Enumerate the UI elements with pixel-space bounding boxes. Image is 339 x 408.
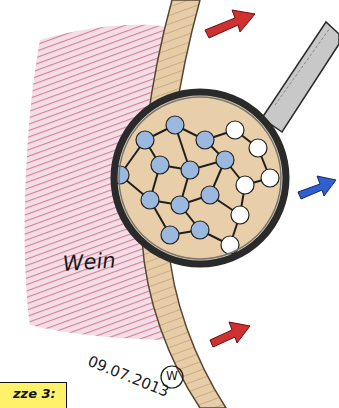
heat-arrow [205, 10, 255, 38]
lens-handle [262, 22, 339, 132]
lens-rim [114, 92, 286, 264]
handle-texture [275, 28, 330, 105]
caption-text: zze 3: [13, 386, 58, 401]
signature: W [166, 369, 178, 383]
heat-arrow [210, 322, 250, 347]
cold-arrow [298, 176, 336, 199]
lattice-bonds [120, 125, 270, 245]
region-label: Wein [62, 248, 116, 276]
lens-rim-inner [119, 97, 281, 259]
caption-box: zze 3: [0, 382, 67, 408]
date-label: 09.07.2013 [85, 352, 171, 401]
lens-interior [114, 92, 286, 264]
